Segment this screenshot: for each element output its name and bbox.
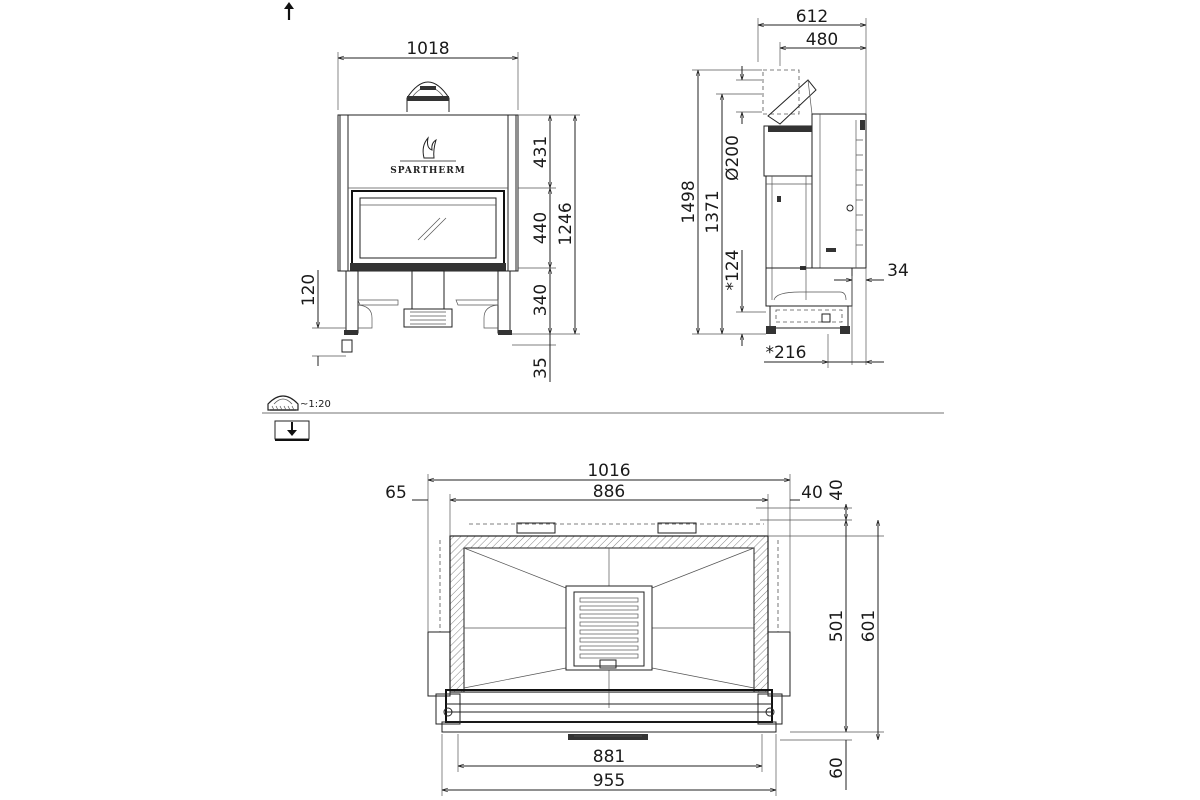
plan-left-offset: 65 — [385, 483, 407, 503]
plan-top-offset: 40 — [827, 479, 847, 501]
plan-width-inner: 886 — [593, 482, 625, 502]
side-view: 612 480 1498 1371 Ø200 *124 34 *216 — [679, 7, 909, 368]
plan-view-icon — [274, 420, 310, 441]
side-offset-right: 34 — [887, 261, 909, 281]
side-flue-diameter: Ø200 — [723, 135, 743, 181]
plan-glass-width: 881 — [593, 747, 625, 767]
front-height-total: 1246 — [556, 202, 576, 245]
plan-width-total: 1016 — [587, 461, 630, 481]
north-arrow-icon — [284, 2, 294, 20]
front-view: SPARTHERM 1018 — [299, 39, 580, 382]
plan-depth-total: 601 — [859, 610, 879, 642]
front-height-glass: 440 — [531, 212, 551, 244]
front-width-label: 1018 — [406, 39, 449, 59]
brand-name: SPARTHERM — [390, 166, 465, 176]
plan-right-offset: 40 — [801, 483, 823, 503]
front-height-base: 340 — [531, 284, 551, 316]
plan-front-offset: 60 — [827, 757, 847, 779]
scale-indicator — [267, 395, 299, 411]
side-height-flue: 1371 — [703, 190, 723, 233]
plan-frame-width: 955 — [593, 771, 625, 791]
side-height-total: 1498 — [679, 180, 699, 223]
plan-view: 1016 886 65 40 40 501 601 60 881 955 — [385, 461, 884, 796]
scale-label: ~1:20 — [300, 399, 331, 410]
front-height-leg: 35 — [531, 357, 551, 379]
side-depth-total: 612 — [796, 7, 828, 27]
plan-depth-inner: 501 — [827, 610, 847, 642]
side-air-inlet: *124 — [723, 250, 743, 291]
side-bottom-offset: *216 — [766, 343, 807, 363]
side-depth-body: 480 — [806, 30, 838, 50]
front-height-left: 120 — [299, 274, 319, 306]
front-height-top: 431 — [531, 136, 551, 168]
brand-logo: SPARTHERM — [390, 136, 465, 176]
